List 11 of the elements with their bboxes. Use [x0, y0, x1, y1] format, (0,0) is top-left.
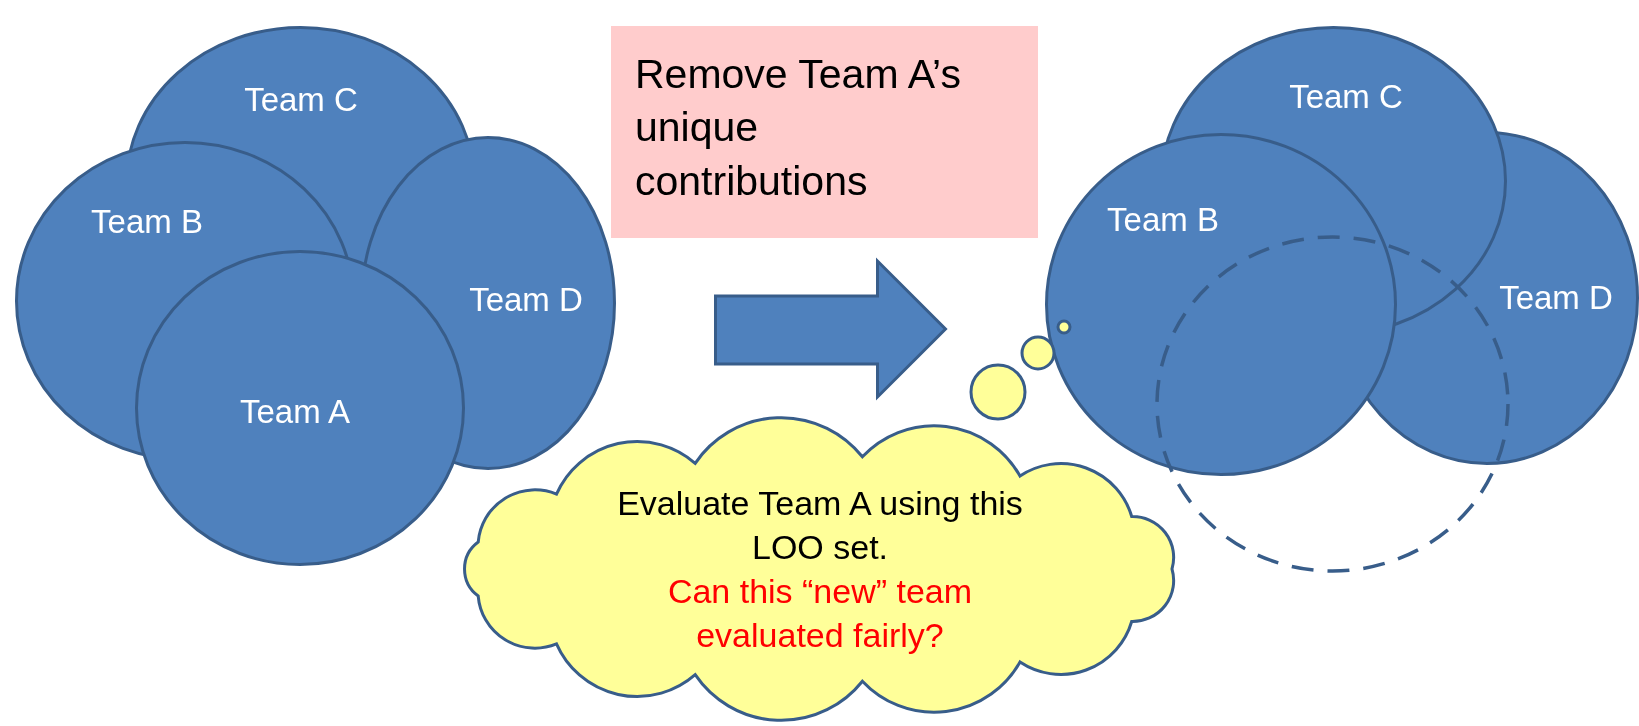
team-label: Team A	[239, 393, 351, 431]
team-label: Team B	[91, 203, 203, 241]
team-label: Team B	[1107, 201, 1219, 239]
question-text: Can this “new” team evaluated fairly?	[666, 571, 974, 657]
team-label: Team D	[1499, 279, 1613, 317]
team-label: Team D	[469, 281, 583, 319]
block-arrow	[714, 257, 948, 401]
note-box: Remove Team A’s unique contributions	[611, 26, 1038, 238]
team-label: Team C	[244, 81, 358, 119]
team-label: Team C	[1289, 78, 1403, 116]
cloud-text: Evaluate Team A using this LOO set.	[616, 482, 1024, 568]
